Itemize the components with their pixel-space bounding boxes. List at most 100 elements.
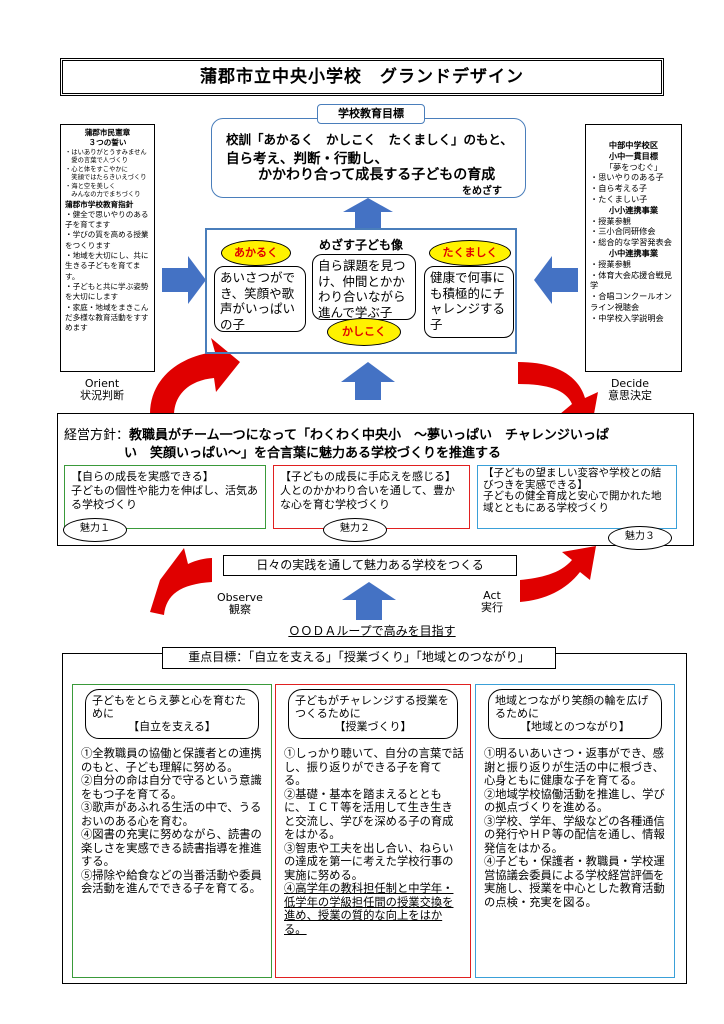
goal-1-item: ③歌声があふれる生活の中で、うるおいのある心を育む。 [81,801,262,828]
jh-heading: 中部中学校区 [608,140,659,150]
charter-item: みんなの力でまちづくり [65,191,141,199]
act-jp: 実行 [481,601,503,614]
decide-label: Decide 意思決定 [598,378,662,402]
goal-1-cap-line: 子どもをとらえ夢と心を育むために [92,694,246,720]
arrow-up-to-goal [343,198,393,228]
charter-item: ・海と空を美しく [65,182,116,190]
jh-motto: 「夢をつむぐ」 [604,161,663,172]
appeal-1-head: 【自らの成長を実感できる】 [71,470,214,483]
school-goal-box: 校訓「あかるく かしこく たくましく」のもと、 自ら考え、判断・行動し、 かかわ… [211,118,526,198]
priority-goals-header: 重点目標：「自立を支える」「授業づくり」「地域とのつながり」 [162,647,556,669]
goal-suffix: をめざす [462,186,502,197]
goal-3-list: ①明るいあいさつ・返事ができ、感謝と振り返りが生活の中に根づき、心身ともに健康な… [484,747,668,909]
arrow-right-to-kids [534,256,578,304]
ideal-child-box: めざす子ども像 あかるく あいさつができ、笑顔や歌声がいっぱいの子 自ら課題を見… [205,228,517,354]
decide-en: Decide [610,377,650,390]
kashikoku-badge: かしこく [327,318,401,346]
charter-item: ・はいありがとうすみません [65,148,147,156]
goal-column-independence: 子どもをとらえ夢と心を育むために 【自立を支える】 ①全教職員の協働と保護者との… [72,684,272,978]
goal-3-item: ③学校、学年、学級などの各種通信の発行やＨＰ等の配信を通し、情報発信をはかる。 [484,814,665,855]
elem-link-item: ・三小合同研修会 [590,226,656,237]
arrow-up-to-kids [341,362,395,400]
goal-1-item: ⑤掃除や給食などの当番活動や委員会活動を進んでできる子を育てる。 [81,868,262,896]
appeal-box-1: 【自らの成長を実感できる】 子どもの個性や能力を伸ばし、活気ある学校づくり [64,465,266,529]
goal-2-item: ①しっかり聴いて、自分の言葉で話し、振り返りができる子を育てる。 [284,747,464,787]
akaruku-text: あいさつができ、笑顔や歌声がいっぱいの子 [214,266,306,332]
act-en: Act [483,589,501,602]
jh-item: ・たくましい子 [590,193,648,204]
page-title: 蒲郡市立中央小学校 グランドデザイン [60,58,664,96]
charter-item: 愛の言葉で人づくり [65,157,128,165]
management-policy-box: 経営方針：教職員がチーム一つになって「わくわく中央小 ～夢いっぱい チャレンジい… [57,413,694,546]
charter-heading: 蒲郡市民憲章 [84,128,131,137]
goal-1-item: ①全教職員の協働と保護者との連携のもと、子ども理解に努める。 [81,747,262,774]
observe-label: Observe 観察 [210,592,270,616]
guideline-item: ・健全で思いやりのある子を育てます [65,209,149,230]
elem-link-item: ・授業参観 [590,215,631,226]
school-goal-tab: 学校教育目標 [317,104,425,124]
policy-line-1: 経営方針：教職員がチーム一つになって「わくわく中央小 ～夢いっぱい チャレンジい… [64,424,609,443]
jh-link-heading: 小中連携事業 [608,247,659,258]
arrow-up-to-banner [342,582,396,620]
ideal-child-title: めざす子ども像 [318,238,403,252]
jh-item: ・自ら考える子 [590,183,648,194]
elem-link-item: ・総合的な学習発表会 [590,237,672,248]
arrow-decide-curve [518,362,598,425]
goal-3-item: ④子ども・保護者・教職員・学校運営協議会委員による学校経営評価を実施し、授業を中… [484,855,665,909]
guideline-item: ・地域を大切にし、共に生きる子どもを育てます。 [65,251,149,281]
goal-2-caption: 子どもがチャレンジする授業をつくるために 【授業づくり】 [288,689,458,739]
orient-en: Orient [84,377,120,390]
goal-1-item: ②自分の命は自分で守るという意識をもつ子を育てる。 [81,774,262,801]
appeal-box-3: 【子どもの望ましい変容や学校との結びつきを実感できる】 子どもの健全育成と安心で… [477,465,677,529]
appeal-badge-2: 魅力２ [323,518,387,542]
goal-1-cap-title: 【自立を支える】 [128,720,216,733]
policy-prefix: 経営方針： [64,428,130,443]
takumashiku-badge: たくましく [429,240,511,266]
goal-2-list: ①しっかり聴いて、自分の言葉で話し、振り返りができる子を育てる。 ②基礎・基本を… [284,747,464,936]
goal-line-3: かかわり合って成長する子どもの育成 [258,167,496,183]
goal-2-item: ④高学年の教科担任制と中学年・低学年の学級担任間の授業交換を進め、授業の質的な向… [284,882,454,936]
akaruku-badge: あかるく [221,240,291,266]
arrow-orient-curve [150,338,240,414]
decide-jp: 意思決定 [608,389,652,402]
goal-2-cap-line: 子どもがチャレンジする授業をつくるために [295,694,449,720]
arrow-act-curve [520,546,596,602]
goal-1-item: ④図書の充実に努めながら、読書の楽しさを実感できる読書指導を推進する。 [81,828,262,868]
goal-line-2: 自ら考え、判断・行動し、 [226,151,388,167]
jh-link-item: ・授業参観 [590,258,631,269]
observe-en: Observe [217,591,263,604]
appeal-badge-1: 魅力１ [63,518,127,542]
arrow-left-to-kids [162,256,206,304]
appeal-2-head: 【子どもの成長に手応えを感じる】 [280,470,456,483]
goal-3-caption: 地域とつながり笑顔の輪を広げるために 【地域とのつながり】 [488,689,662,739]
appeal-2-text: 人とのかかわり合いを通して、豊かな心を育む学校づくり [280,484,456,511]
appeal-3-text: 子どもの健全育成と安心で開かれた地域とともにある学校づくり [483,490,662,514]
goal-3-cap-line: 地域とつながり笑顔の輪を広げるために [495,694,649,720]
guideline-item: ・子どもと共に学ぶ姿勢を大切にします [65,281,149,302]
kashikoku-text: 自ら課題を見つけ、仲間とかかわり合いながら進んで学ぶ子 [312,254,416,320]
goal-2-item: ②基礎・基本を踏まえるとともに、ＩＣＴ等を活用して生き生きと交流し、学びを深める… [284,787,454,842]
observe-jp: 観察 [229,603,251,616]
goal-2-cap-title: 【授業づくり】 [334,720,412,733]
goal-2-item: ③智恵や工夫を出し合い、ねらいの達成を第一に考えた学校行事の実施に努める。 [284,841,454,882]
goal-line-1: 校訓「あかるく かしこく たくましく」のもと、 [226,132,513,147]
arrow-observe-curve [150,548,212,615]
orient-label: Orient 状況判断 [72,378,132,402]
takumashiku-text: 健康で何事にも積極的にチャレンジする子 [424,266,514,338]
jh-link-item: ・体育大会応援合戦見学 [590,269,672,291]
elem-link-heading: 小小連携事業 [608,204,659,215]
goal-3-item: ②地域学校協働活動を推進し、学びの拠点づくりを進める。 [484,787,665,815]
orient-jp: 状況判断 [80,389,124,402]
goal-1-caption: 子どもをとらえ夢と心を育むために 【自立を支える】 [85,689,259,739]
policy-text-1: 教職員がチーム一つになって「わくわく中央小 ～夢いっぱい チャレンジいっぱ [129,428,609,443]
appeal-1-text: 子どもの個性や能力を伸ばし、活気ある学校づくり [71,484,258,511]
appeal-3-head: 【子どもの望ましい変容や学校との結びつきを実感できる】 [483,467,662,491]
junior-high-box: 中部中学校区 小中一貫目標 「夢をつむぐ」 ・思いやりのある子 ・自ら考える子 … [585,124,682,372]
ooda-loop-caption: ＯＯＤＡループで高みを目指す [288,624,456,638]
appeal-badge-3: 魅力３ [608,526,672,550]
charter-item: ・心と体をすこやかに [65,165,128,173]
goal-1-list: ①全教職員の協働と保護者との連携のもと、子ども理解に努める。 ②自分の命は自分で… [81,747,265,896]
goal-column-lessons: 子どもがチャレンジする授業をつくるために 【授業づくり】 ①しっかり聴いて、自分… [275,684,471,978]
charter-subheading: ３つの誓い [88,138,127,148]
